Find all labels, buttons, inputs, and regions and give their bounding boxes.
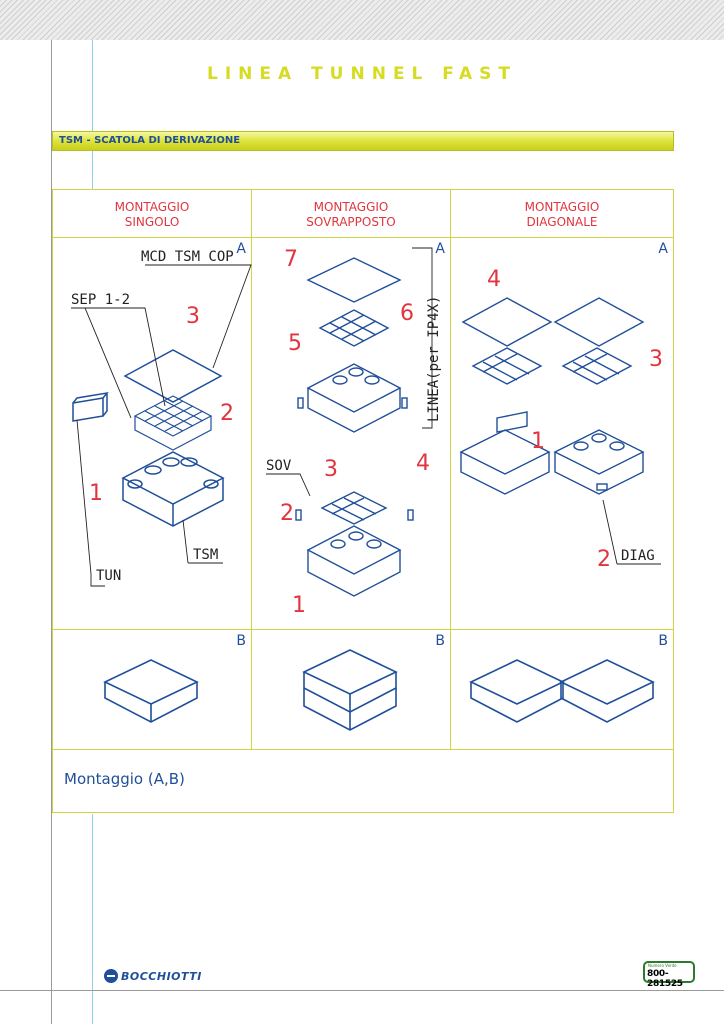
section-title: TSM - SCATOLA DI DERIVAZIONE [59, 135, 241, 146]
guide-line-top [92, 40, 93, 190]
step-4-stacked: 4 [416, 451, 430, 476]
step-2: 2 [220, 401, 234, 426]
header-hatch [0, 0, 724, 40]
logo-icon [104, 969, 118, 983]
header-diagonal: MONTAGGIO DIAGONALE [451, 190, 673, 238]
header-diagonal-line2: DIAGONALE [526, 215, 598, 229]
label-cover: MCD TSM COP [141, 249, 234, 265]
row-label-b-diagonal: B [658, 633, 668, 649]
diagonal-assembled-diagram [469, 659, 655, 723]
step-2-stacked: 2 [280, 501, 294, 526]
label-tunnel: TUN [96, 568, 121, 584]
cell-stacked-a: A LINEA(per IP4X) SO [252, 238, 451, 630]
cell-diagonal-a: A DIAG 1 2 3 4 [451, 238, 673, 630]
diagonal-assembly-diagram: DIAG 1 2 3 4 [459, 267, 663, 572]
step-3-diagonal: 3 [649, 347, 663, 372]
single-assembled-diagram [103, 659, 199, 723]
page-title: LINEA TUNNEL FAST [207, 64, 517, 84]
header-stacked-line1: MONTAGGIO [313, 200, 389, 214]
footer-row: Montaggio (A,B) [53, 750, 673, 812]
toll-free-badge: Numero Verde 800-281525 [643, 961, 695, 989]
step-3-stacked: 3 [324, 457, 338, 482]
row-label-a-diagonal: A [658, 241, 668, 257]
assembly-table: MONTAGGIO SINGOLO MONTAGGIO SOVRAPPOSTO … [52, 189, 674, 813]
row-label-a-stacked: A [435, 241, 445, 257]
label-diag: DIAG [621, 548, 655, 564]
phone-number: 800-281525 [647, 969, 683, 989]
stacked-assembly-diagram: LINEA(per IP4X) SOV 1 2 3 4 5 6 7 [266, 247, 442, 618]
guide-line-bottom [92, 814, 93, 1024]
header-single-line2: SINGOLO [124, 215, 180, 229]
step-2-diagonal: 2 [597, 547, 611, 572]
label-box: TSM [193, 547, 218, 563]
footer-caption: Montaggio (A,B) [64, 770, 185, 788]
step-3: 3 [186, 304, 200, 329]
step-6-stacked: 6 [400, 301, 414, 326]
margin-line [51, 40, 52, 1024]
header-diagonal-line1: MONTAGGIO [524, 200, 600, 214]
header-single: MONTAGGIO SINGOLO [53, 190, 252, 238]
step-7-stacked: 7 [284, 247, 298, 272]
bocchiotti-logo: BOCCHIOTTI [104, 967, 202, 985]
cell-single-a: A [53, 238, 252, 630]
section-bar: TSM - SCATOLA DI DERIVAZIONE [52, 131, 674, 151]
row-label-b-stacked: B [435, 633, 445, 649]
stacked-assembled-diagram [302, 649, 398, 731]
logo-text: BOCCHIOTTI [121, 969, 202, 983]
step-1-diagonal: 1 [531, 429, 545, 454]
step-5-stacked: 5 [288, 331, 302, 356]
header-single-line1: MONTAGGIO [114, 200, 190, 214]
step-4-diagonal: 4 [487, 267, 501, 292]
cell-single-b: B [53, 630, 252, 750]
header-stacked: MONTAGGIO SOVRAPPOSTO [252, 190, 451, 238]
label-separator: SEP 1-2 [71, 292, 130, 308]
step-1: 1 [89, 481, 103, 506]
row-label-a: A [236, 241, 246, 257]
phone-caption: Numero Verde [648, 963, 677, 968]
label-sov: SOV [266, 458, 292, 474]
header-stacked-line2: SOVRAPPOSTO [306, 215, 396, 229]
label-linea: LINEA(per IP4X) [426, 296, 442, 422]
footer-line [0, 990, 724, 991]
step-1-stacked: 1 [292, 593, 306, 618]
row-label-b: B [236, 633, 246, 649]
cell-stacked-b: B [252, 630, 451, 750]
cell-diagonal-b: B [451, 630, 673, 750]
single-assembly-diagram: MCD TSM COP SEP 1-2 TUN TSM 1 2 3 [71, 249, 252, 587]
